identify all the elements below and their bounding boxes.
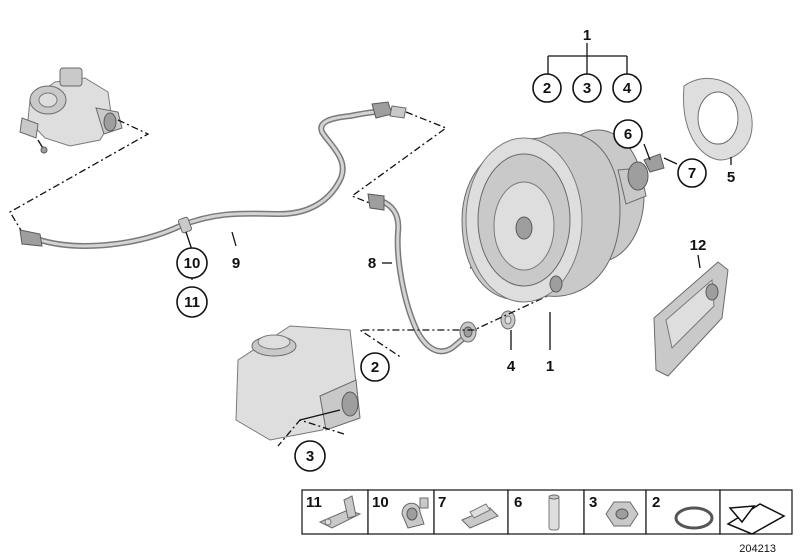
callout-8: 8	[368, 255, 376, 272]
callout-2-mid-text: 2	[371, 359, 379, 376]
callout-5: 5	[727, 169, 735, 186]
callout-2-top-text: 2	[543, 80, 551, 97]
callout-7-text: 7	[688, 165, 696, 182]
mounting-bracket	[653, 261, 729, 377]
legend-num-1: 11	[306, 494, 322, 511]
o-ring-icon	[674, 506, 714, 530]
callout-12: 12	[690, 237, 707, 254]
pin-icon	[548, 494, 560, 531]
hex-nut-icon	[605, 501, 639, 527]
callout-1-booster: 1	[546, 358, 554, 375]
callout-3-top: 3	[572, 73, 602, 103]
callout-10: 10	[176, 247, 208, 279]
callout-3-bottom-text: 3	[306, 448, 314, 465]
seal-grommet	[500, 310, 516, 330]
arrow-indicator-icon	[726, 503, 786, 535]
callout-3-top-text: 3	[583, 80, 591, 97]
callout-1-top: 1	[583, 27, 591, 44]
reservoir-to-nut-line	[277, 419, 345, 447]
parts-legend: 11 10 7 6 3 2	[301, 489, 793, 535]
callout-11: 11	[176, 286, 208, 318]
vacuum-pipe	[367, 193, 477, 355]
legend-num-4: 6	[514, 494, 522, 511]
hose-to-booster-line	[350, 111, 448, 205]
callout-4-seal: 4	[507, 358, 516, 375]
vacuum-hose	[19, 101, 407, 249]
vacuum-pump	[19, 67, 123, 154]
spring-clip-icon	[461, 503, 499, 529]
callout-group-1: 1	[583, 27, 591, 44]
callout-6-text: 6	[624, 126, 632, 143]
callout-2-mid: 2	[360, 352, 390, 382]
booster-gasket	[682, 77, 753, 161]
legend-num-2: 10	[372, 494, 389, 511]
hose-clamp-icon	[401, 497, 429, 529]
legend-num-5: 3	[589, 494, 597, 511]
callout-9: 9	[232, 255, 240, 272]
callout-4-top-text: 4	[623, 80, 632, 97]
legend-num-6: 2	[652, 494, 660, 511]
brake-booster	[461, 129, 665, 303]
callout-4-top: 4	[612, 73, 642, 103]
diagram-id: 204213	[739, 543, 776, 555]
callout-6: 6	[613, 119, 643, 149]
leader-lines	[185, 43, 732, 350]
pump-to-hose-line	[9, 119, 150, 233]
callout-7: 7	[677, 158, 707, 188]
brake-reservoir	[235, 325, 361, 441]
callout-3-bottom: 3	[294, 440, 326, 472]
callout-2-top: 2	[532, 73, 562, 103]
bracket-clip-icon	[318, 495, 362, 529]
legend-num-3: 7	[438, 494, 446, 511]
callout-11-text: 11	[184, 294, 200, 311]
callout-10-text: 10	[184, 255, 201, 272]
booster-to-pipe-line	[357, 291, 557, 359]
